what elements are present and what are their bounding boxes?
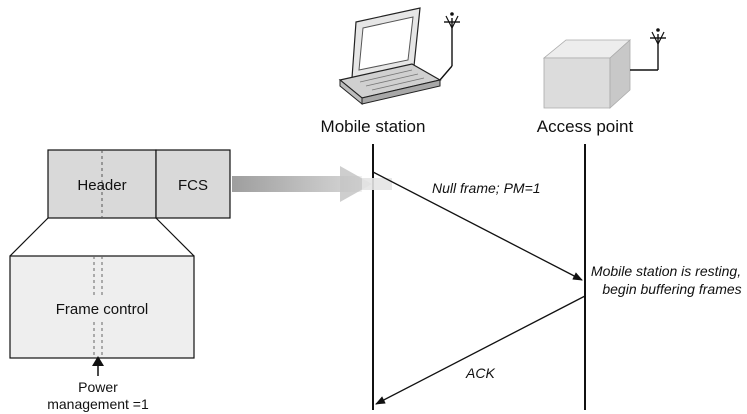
access-point-label: Access point <box>537 117 634 136</box>
power-management-label-line2: management =1 <box>47 396 149 412</box>
frame-control-label: Frame control <box>56 301 149 318</box>
fcs-label: FCS <box>178 177 208 194</box>
access-point-note-line2: begin buffering frames <box>602 281 741 297</box>
laptop-icon <box>338 7 442 106</box>
antenna-icon <box>630 28 666 71</box>
antenna-icon <box>439 12 460 81</box>
fcs-box <box>155 149 231 219</box>
power-management-label-line1: Power <box>78 379 118 395</box>
ack-arrow <box>375 295 586 405</box>
null-frame-label: Null frame; PM=1 <box>432 180 541 196</box>
frame-structure: Header FCS Frame control Power managemen… <box>9 149 231 412</box>
frame-transfer-arrow <box>232 166 392 202</box>
null-frame-arrow <box>372 171 583 281</box>
ack-label: ACK <box>465 365 495 381</box>
access-point-note-line1: Mobile station is resting, <box>591 263 741 279</box>
header-label: Header <box>77 177 126 194</box>
mobile-station-label: Mobile station <box>321 117 426 136</box>
access-point-icon <box>542 39 632 109</box>
